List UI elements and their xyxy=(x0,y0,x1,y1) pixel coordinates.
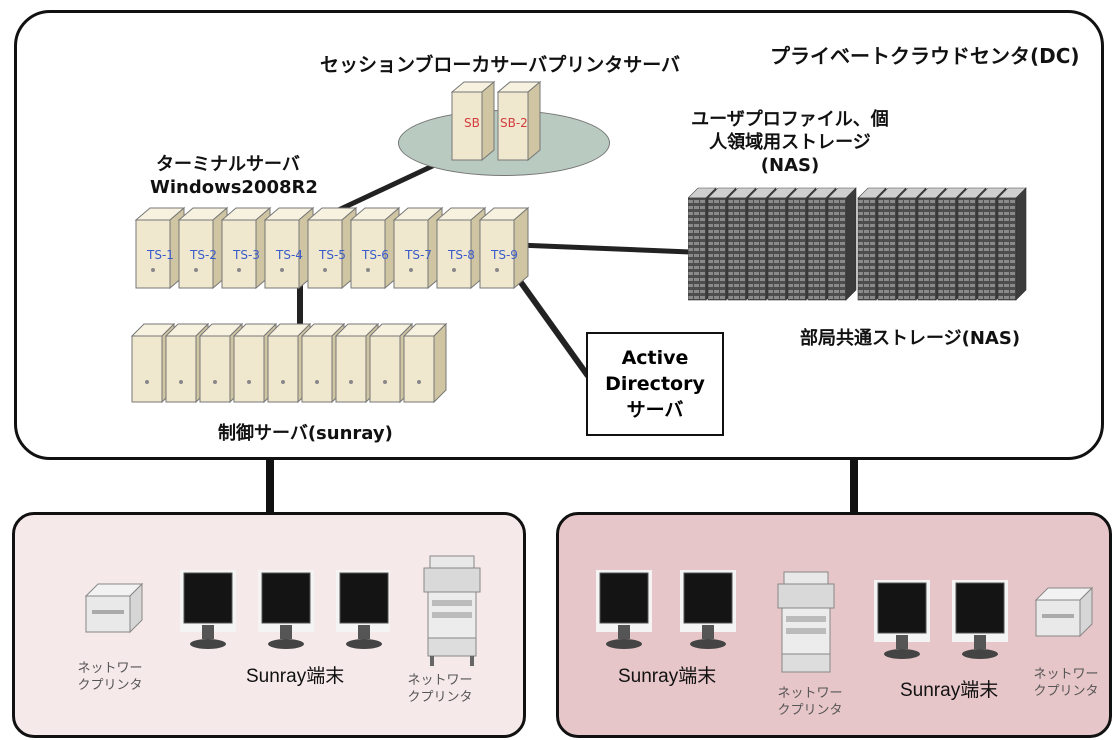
network-printer-icon xyxy=(84,582,144,634)
left-printer1-label: ネットワー クプリンタ xyxy=(70,660,150,694)
ts-label-1: TS-1 xyxy=(147,248,174,262)
session-broker-label: セッションブローカサーバプリンタサーバ xyxy=(319,54,681,76)
right-printer2-label: ネットワー クプリンタ xyxy=(1026,666,1106,700)
monitor-icon-3 xyxy=(335,570,390,650)
right-printer1-label: ネットワー クプリンタ xyxy=(770,685,850,719)
uplink-left xyxy=(266,458,274,514)
left-printer2-line1: ネットワー xyxy=(407,673,473,688)
monitor-icon-7 xyxy=(951,580,1009,660)
ts-label-2: TS-2 xyxy=(190,248,217,262)
ad-label-line3: サーバ xyxy=(626,399,684,421)
user-storage-line2: 人領域用ストレージ xyxy=(709,132,871,153)
session-broker-servers xyxy=(450,80,542,162)
terminal-server-label-line1: ターミナルサーバ xyxy=(156,154,300,175)
right-printer1-line2: クプリンタ xyxy=(777,703,843,718)
terminal-server-label: ターミナルサーバ Windows2008R2 xyxy=(150,153,318,199)
server-icon-control-9 xyxy=(403,323,447,403)
sb2-label: SB-2 xyxy=(500,116,528,130)
ad-label-line2: Directory xyxy=(605,373,705,395)
nas-storage-array xyxy=(688,187,1027,301)
left-sunray-label: Sunray端末 xyxy=(246,666,345,687)
uplink-right xyxy=(850,458,858,514)
server-icon-sb-2 xyxy=(496,80,542,162)
datacenter-title: プライベートクラウドセンタ(DC) xyxy=(770,44,1080,68)
left-printer2-label: ネットワー クプリンタ xyxy=(400,672,480,706)
right-sunray-label-1: Sunray端末 xyxy=(618,666,717,687)
user-storage-line1: ユーザプロファイル、個 xyxy=(691,109,889,130)
monitor-icon-1 xyxy=(180,570,237,650)
ts-label-8: TS-8 xyxy=(448,248,475,262)
right-printer1-line1: ネットワー xyxy=(777,686,843,701)
right-printer2-line2: クプリンタ xyxy=(1033,684,1099,699)
ts-label-9: TS-9 xyxy=(491,248,518,262)
sunray-terminal-row-right-2 xyxy=(874,580,1009,660)
network-printer-icon-right xyxy=(1034,586,1094,638)
monitor-icon-4 xyxy=(596,570,653,650)
ts-label-6: TS-6 xyxy=(362,248,389,262)
right-printer2-line1: ネットワー xyxy=(1033,667,1099,682)
shared-storage-nas-icon xyxy=(857,187,1027,301)
left-printer1-line2: クプリンタ xyxy=(77,678,143,693)
ad-label-line1: Active xyxy=(621,347,689,369)
sunray-terminal-row-left xyxy=(180,570,390,650)
monitor-icon-2 xyxy=(257,570,315,650)
ts-label-7: TS-7 xyxy=(405,248,432,262)
sb-label: SB xyxy=(464,116,480,130)
left-printer2-line2: クプリンタ xyxy=(407,690,473,705)
multifunction-printer-icon-right xyxy=(777,571,835,673)
user-storage-nas-icon xyxy=(688,187,857,301)
ts-label-3: TS-3 xyxy=(233,248,260,262)
monitor-icon-5 xyxy=(679,570,736,650)
multifunction-printer-icon xyxy=(423,555,481,666)
monitor-icon-6 xyxy=(874,580,931,660)
server-icon-sb xyxy=(450,80,496,162)
right-sunray-label-2: Sunray端末 xyxy=(900,680,999,701)
control-server-label: 制御サーバ(sunray) xyxy=(218,423,393,444)
shared-storage-label: 部局共通ストレージ(NAS) xyxy=(800,328,1021,349)
active-directory-box: Active Directory サーバ xyxy=(586,332,724,436)
ts-label-4: TS-4 xyxy=(276,248,303,262)
sunray-terminal-row-right-1 xyxy=(596,570,736,650)
ts-label-5: TS-5 xyxy=(319,248,346,262)
user-storage-line3: (NAS) xyxy=(760,155,820,176)
control-server-row xyxy=(131,323,447,403)
user-storage-label: ユーザプロファイル、個 人領域用ストレージ (NAS) xyxy=(660,108,920,177)
terminal-server-label-line2: Windows2008R2 xyxy=(150,177,318,198)
left-printer1-line1: ネットワー xyxy=(77,661,143,676)
